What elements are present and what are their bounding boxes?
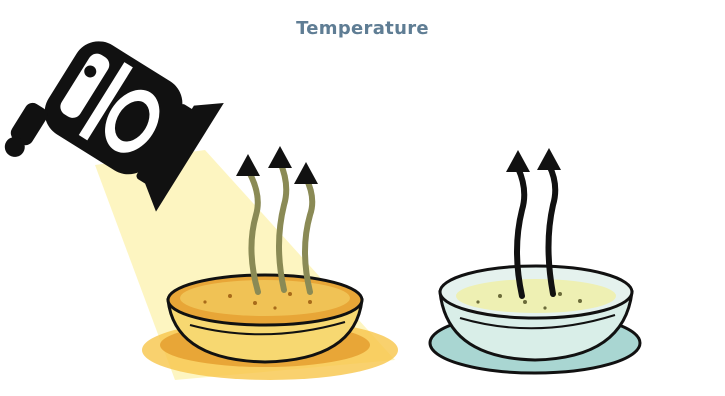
- cool-soup-bowl-icon: [430, 266, 640, 373]
- steam-arrow-icon: [236, 154, 260, 176]
- steam-arrow-icon: [506, 150, 530, 172]
- steam-arrow-icon: [268, 146, 292, 168]
- steam-arrow-icon: [294, 162, 318, 184]
- steam-arrow-icon: [537, 148, 561, 170]
